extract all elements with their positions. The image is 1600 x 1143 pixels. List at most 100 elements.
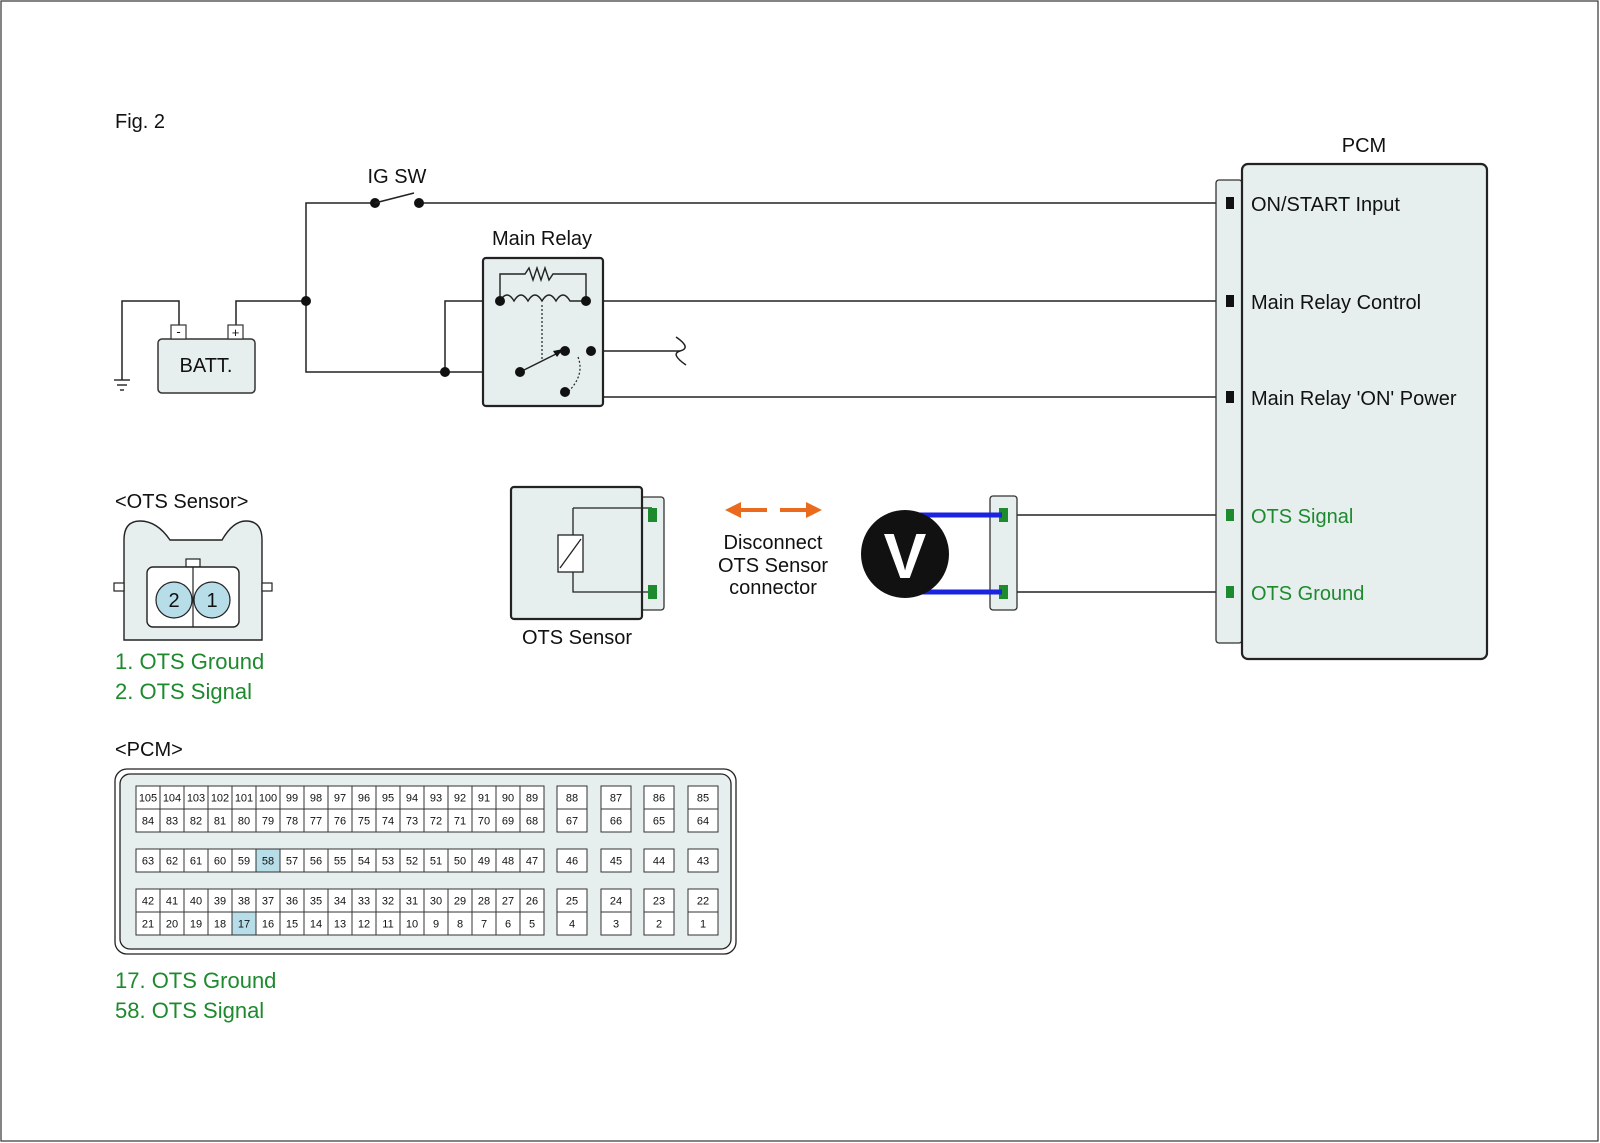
pcm-pin-label-61: 61 — [190, 856, 202, 868]
pcm-pin-label-39: 39 — [214, 896, 226, 908]
pcm-pin-label-57: 57 — [286, 856, 298, 868]
figure-label: Fig. 2 — [115, 111, 165, 133]
ots-pin-2: 2 — [168, 590, 179, 612]
pcm-pin-label-22: 22 — [697, 896, 709, 908]
pcm-pin-label-77: 77 — [310, 816, 322, 828]
pcm-pin-label-67: 67 — [566, 816, 578, 828]
pcm-pin-label-2: 2 — [656, 919, 662, 931]
harness-connector — [989, 495, 1018, 611]
ig-sw-label: IG SW — [368, 166, 427, 188]
pcm-pin-label-38: 38 — [238, 896, 250, 908]
pcm-pin-label-34: 34 — [334, 896, 346, 908]
battery: - + BATT. — [157, 324, 256, 394]
pcm-pin-label-11: 11 — [382, 919, 393, 931]
pcm-pin-label-72: 72 — [430, 816, 442, 828]
pcm-pin-label-99: 99 — [286, 793, 298, 805]
pcm-pin-label-63: 63 — [142, 856, 154, 868]
pcm-legend-2: 58. OTS Signal — [115, 998, 264, 1023]
main-relay-on-power-wire — [590, 351, 1230, 398]
pcm-pin-label-85: 85 — [697, 793, 709, 805]
pcm-pin-label-74: 74 — [382, 816, 394, 828]
pcm-pin-label-29: 29 — [454, 896, 466, 908]
pcm-connector-title: <PCM> — [115, 739, 183, 761]
battery-plus-sign: + — [232, 325, 240, 340]
pcm-pin-label-16: 16 — [262, 919, 274, 931]
pcm-pin-65 — [643, 808, 675, 833]
pcm-pin-label-48: 48 — [502, 856, 514, 868]
pcm-pin-label-93: 93 — [430, 793, 442, 805]
pcm-pin-label-18: 18 — [214, 919, 226, 931]
pcm-pin-label-90: 90 — [502, 793, 514, 805]
pcm-pin-label-52: 52 — [406, 856, 418, 868]
pcm-pin-43 — [687, 848, 719, 873]
ots-pin-1: 1 — [206, 590, 217, 612]
pcm-pin-label-30: 30 — [430, 896, 442, 908]
pcm-pin-label-1: 1 — [700, 919, 706, 931]
pcm-pin-label-98: 98 — [310, 793, 322, 805]
pcm-pin-label-100: 100 — [259, 793, 277, 805]
pcm-pin-label-20: 20 — [166, 919, 178, 931]
pcm-pin-label-17: 17 — [238, 919, 250, 931]
pcm-pin-label-73: 73 — [406, 816, 418, 828]
pcm-pin-label-64: 64 — [697, 816, 709, 828]
pcm-pin-47 — [519, 848, 545, 873]
pcm-pin-label-33: 33 — [358, 896, 370, 908]
pcm-pin-67 — [556, 808, 588, 833]
ots-sensor-box-label: OTS Sensor — [522, 627, 632, 649]
pcm-pin-label-58: 58 — [262, 856, 274, 868]
pcm-terminal-ots-signal: OTS Signal — [1251, 506, 1353, 528]
pcm-pin-label-45: 45 — [610, 856, 622, 868]
pcm-pin-label-42: 42 — [142, 896, 154, 908]
pcm-pin-4 — [556, 911, 588, 936]
pcm-pin-label-91: 91 — [478, 793, 490, 805]
pcm-pin-label-47: 47 — [526, 856, 538, 868]
pcm-pin-label-101: 101 — [235, 793, 253, 805]
pcm-pin-label-97: 97 — [334, 793, 346, 805]
pcm-pin-label-79: 79 — [262, 816, 274, 828]
main-relay: Main Relay — [481, 228, 605, 408]
pcm-pin-label-43: 43 — [697, 856, 709, 868]
pcm-pin-label-46: 46 — [566, 856, 578, 868]
wires — [121, 202, 1230, 593]
ig-feed-wire — [305, 202, 375, 301]
pcm-pin-label-82: 82 — [190, 816, 202, 828]
pcm-pin-label-65: 65 — [653, 816, 665, 828]
pcm-pin-label-87: 87 — [610, 793, 622, 805]
pcm-pin-3 — [600, 911, 632, 936]
battery-positive-terminal — [227, 324, 244, 340]
instruction-line-1: Disconnect — [724, 532, 823, 554]
pcm-pin-label-50: 50 — [454, 856, 466, 868]
pcm-body — [1240, 162, 1489, 661]
pcm-pin-label-4: 4 — [569, 919, 575, 931]
pcm-pin-label-66: 66 — [610, 816, 622, 828]
relay-coil-feed-wire — [444, 300, 500, 372]
pcm-pin-label-94: 94 — [406, 793, 418, 805]
battery-positive-wire — [235, 300, 306, 325]
pcm-pin-label-54: 54 — [358, 856, 370, 868]
pcm-pin-label-92: 92 — [454, 793, 466, 805]
instruction-line-2: OTS Sensor — [718, 555, 828, 577]
pcm-pin-label-55: 55 — [334, 856, 346, 868]
pcm-pin-label-40: 40 — [190, 896, 202, 908]
pcm-pin-label-88: 88 — [566, 793, 578, 805]
pcm-pin-label-70: 70 — [478, 816, 490, 828]
pcm-pin-label-103: 103 — [187, 793, 205, 805]
pcm-pin-label-36: 36 — [286, 896, 298, 908]
pcm-pin-label-89: 89 — [526, 793, 538, 805]
pcm-pin-label-105: 105 — [139, 793, 157, 805]
pcm-pin-label-25: 25 — [566, 896, 578, 908]
pcm-pin-label-62: 62 — [166, 856, 178, 868]
pcm-pin-label-75: 75 — [358, 816, 370, 828]
main-relay-label: Main Relay — [492, 228, 592, 250]
pcm-pin-label-27: 27 — [502, 896, 514, 908]
pcm-title: PCM — [1342, 135, 1386, 157]
pcm-legend-1: 17. OTS Ground — [115, 968, 276, 993]
pcm-connector-strip — [1215, 179, 1243, 644]
pcm-pin-label-86: 86 — [653, 793, 665, 805]
pcm-pin-label-41: 41 — [166, 896, 178, 908]
pcm-pin-label-102: 102 — [211, 793, 229, 805]
relay-resistor — [499, 265, 587, 301]
pcm-pin-label-60: 60 — [214, 856, 226, 868]
